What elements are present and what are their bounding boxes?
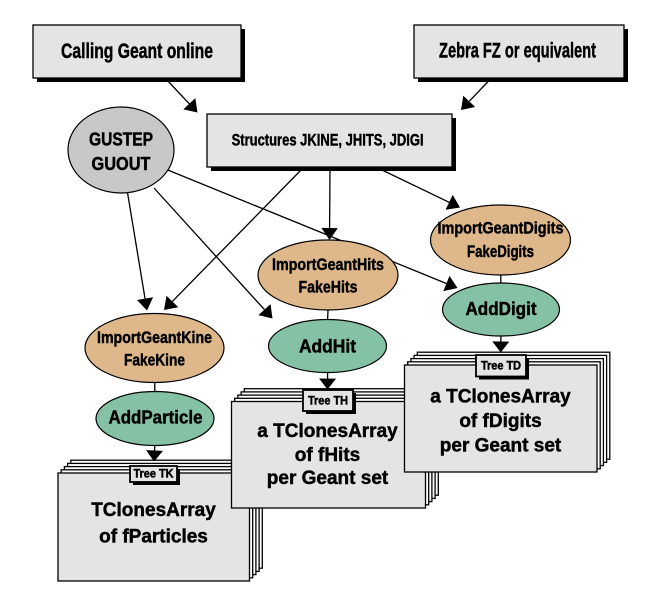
svg-text:Tree TH: Tree TH [308,396,348,408]
svg-text:a TClonesArray: a TClonesArray [257,421,398,442]
svg-text:AddDigit: AddDigit [466,298,537,319]
svg-text:a TClonesArray: a TClonesArray [430,387,571,408]
svg-text:ImportGeantDigits: ImportGeantDigits [438,219,564,238]
svg-text:FakeDigits: FakeDigits [467,242,534,261]
svg-text:Structures JKINE, JHITS, JDIGI: Structures JKINE, JHITS, JDIGI [232,130,424,149]
svg-text:FakeKine: FakeKine [124,351,185,370]
svg-text:Zebra FZ or equivalent: Zebra FZ or equivalent [439,40,596,63]
svg-text:GUOUT: GUOUT [92,154,151,174]
svg-text:TClonesArray: TClonesArray [91,500,216,521]
svg-text:ImportGeantKine: ImportGeantKine [97,328,212,347]
svg-text:of fParticles: of fParticles [99,527,208,548]
svg-text:GUSTEP: GUSTEP [89,130,153,150]
svg-text:Tree TD: Tree TD [481,361,521,373]
svg-text:FakeHits: FakeHits [299,278,358,297]
svg-text:per Geant set: per Geant set [267,468,389,489]
svg-text:of fDigits: of fDigits [459,411,541,432]
svg-text:AddHit: AddHit [299,336,356,357]
svg-text:per Geant set: per Geant set [440,436,562,457]
svg-text:ImportGeantHits: ImportGeantHits [272,255,384,274]
svg-text:Calling Geant online: Calling Geant online [61,40,213,63]
svg-text:of fHits: of fHits [295,445,360,466]
svg-text:Tree TK: Tree TK [134,469,175,481]
svg-text:AddParticle: AddParticle [109,407,203,428]
